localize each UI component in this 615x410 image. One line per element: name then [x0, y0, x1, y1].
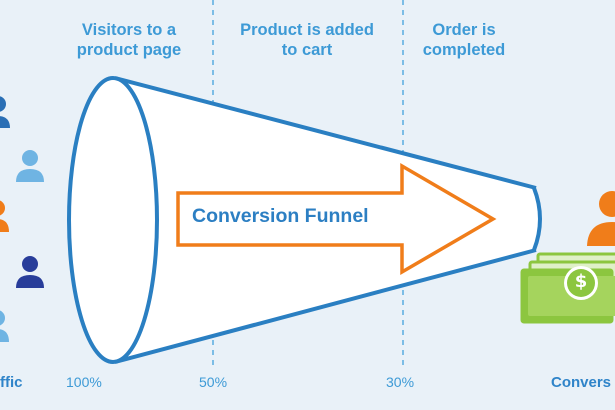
person-icon	[0, 96, 10, 128]
percentage-100: 100%	[66, 374, 102, 390]
traffic-label: ffic	[0, 374, 23, 391]
funnel-arrow	[176, 162, 497, 276]
funnel-spout	[532, 187, 542, 251]
dollar-sign: $	[574, 271, 588, 292]
person-icon	[16, 150, 44, 182]
funnel-mouth	[67, 76, 159, 364]
stage-label-line: Product is added	[240, 21, 374, 39]
money-icon	[520, 252, 615, 324]
stage-label-line: product page	[76, 41, 182, 59]
person-icon	[0, 200, 9, 232]
funnel-label: Conversion Funnel	[192, 205, 369, 227]
person-icon	[16, 256, 44, 288]
stage-label-visitors: Visitors to a product page	[70, 20, 188, 60]
stage-label-line: completed	[422, 41, 506, 59]
funnel-bottom-edge	[114, 248, 537, 364]
percentage-30: 30%	[386, 374, 415, 390]
funnel-top-edge	[114, 76, 537, 190]
percentage-50: 50%	[199, 374, 228, 390]
conversion-label: Convers	[551, 374, 612, 391]
person-icon	[0, 310, 9, 342]
stage-label-order-completed: Order is completed	[413, 20, 515, 60]
converted-person-icon	[587, 191, 615, 246]
stage-label-line: Order is	[432, 21, 496, 39]
stage-label-added-to-cart: Product is added to cart	[232, 20, 382, 60]
stage-label-line: Visitors to a	[81, 21, 177, 39]
stage-label-line: to cart	[281, 41, 333, 59]
